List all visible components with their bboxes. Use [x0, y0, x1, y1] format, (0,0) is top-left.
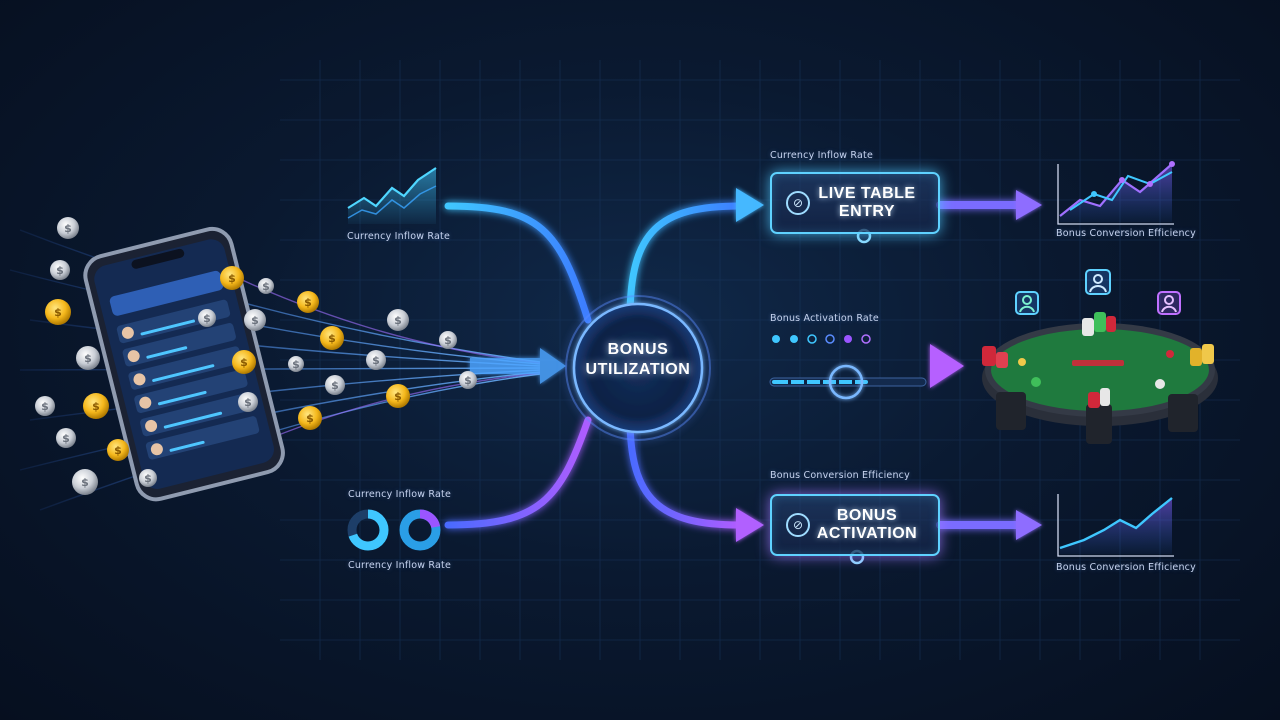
svg-text:$: $: [84, 352, 92, 365]
svg-text:$: $: [92, 400, 100, 413]
svg-text:$: $: [41, 400, 49, 413]
activation-rate-caption: Bonus Activation Rate: [770, 313, 879, 324]
hub-label-line1: BONUS: [607, 341, 669, 358]
svg-text:$: $: [394, 390, 402, 403]
svg-text:$: $: [394, 314, 402, 327]
bonus-activation-label: BONUS ACTIVATION: [810, 507, 938, 543]
bottom-right-chart: [1057, 494, 1174, 557]
flow-bottom-left: [444, 416, 592, 529]
svg-text:$: $: [328, 332, 336, 345]
svg-text:$: $: [444, 334, 452, 347]
no-entry-icon: ⊘: [786, 513, 810, 537]
bonus-activation-line1: BONUS: [836, 507, 898, 524]
bonus-activation-node[interactable]: ⊘ BONUS ACTIVATION: [770, 494, 940, 556]
hub-label-line2: UTILIZATION: [585, 361, 691, 378]
svg-text:$: $: [56, 264, 64, 277]
svg-text:$: $: [228, 272, 236, 285]
bottom-left-caption: Currency Inflow Rate: [348, 489, 452, 500]
hub-circle: [565, 295, 711, 441]
poker-chip-icon: [982, 312, 1214, 408]
svg-text:$: $: [331, 379, 339, 392]
svg-text:$: $: [251, 314, 259, 327]
live-table-entry-label: LIVE TABLE ENTRY: [810, 185, 938, 221]
top-right-chart: [1057, 161, 1175, 225]
flow-bottom-right: [626, 414, 744, 529]
activation-progress-bar: [769, 364, 927, 400]
flow-top-right: [626, 202, 744, 322]
svg-text:$: $: [306, 412, 314, 425]
svg-text:$: $: [64, 222, 72, 235]
poker-table-icon: [982, 323, 1218, 444]
svg-text:$: $: [54, 306, 62, 319]
svg-text:$: $: [292, 358, 300, 371]
svg-text:$: $: [114, 444, 122, 457]
smartphone-icon: [83, 226, 285, 502]
svg-text:$: $: [372, 354, 380, 367]
top-left-sparkline: [347, 167, 437, 224]
live-table-caption: Currency Inflow Rate: [770, 150, 874, 161]
donut-chart-2: [399, 509, 441, 551]
svg-text:$: $: [262, 280, 270, 293]
live-table-entry-line2: ENTRY: [838, 203, 896, 220]
svg-text:$: $: [203, 312, 211, 325]
phone-stream-arrow: [470, 348, 566, 384]
top-left-chart-caption: Currency Inflow Rate: [347, 231, 451, 242]
donut-chart-1: [347, 509, 389, 551]
donut-caption: Currency Inflow Rate: [348, 560, 452, 571]
svg-text:$: $: [62, 432, 70, 445]
activation-rate-dots: [772, 334, 871, 344]
svg-text:$: $: [464, 374, 472, 387]
coin-icon: $ $ $ $ $ $ $ $ $ $ $ $ $ $ $ $ $ $ $ $ …: [35, 217, 477, 495]
bonus-activation-caption: Bonus Conversion Efficiency: [770, 470, 910, 481]
live-table-entry-line1: LIVE TABLE: [818, 185, 916, 202]
bonus-activation-line2: ACTIVATION: [816, 525, 918, 542]
svg-text:$: $: [244, 396, 252, 409]
svg-text:$: $: [81, 476, 89, 489]
flow-top-left: [444, 202, 592, 324]
arrow-right-icon: [736, 188, 1042, 542]
svg-text:$: $: [304, 296, 312, 309]
no-entry-icon: ⊘: [786, 191, 810, 215]
svg-text:$: $: [240, 356, 248, 369]
svg-text:$: $: [144, 472, 152, 485]
player-avatar-icon: [1015, 269, 1181, 315]
live-table-entry-node[interactable]: ⊘ LIVE TABLE ENTRY: [770, 172, 940, 234]
top-right-chart-caption: Bonus Conversion Efficiency: [1056, 228, 1196, 239]
hub-label: BONUS UTILIZATION: [573, 340, 703, 380]
bottom-right-chart-caption: Bonus Conversion Efficiency: [1056, 562, 1196, 573]
